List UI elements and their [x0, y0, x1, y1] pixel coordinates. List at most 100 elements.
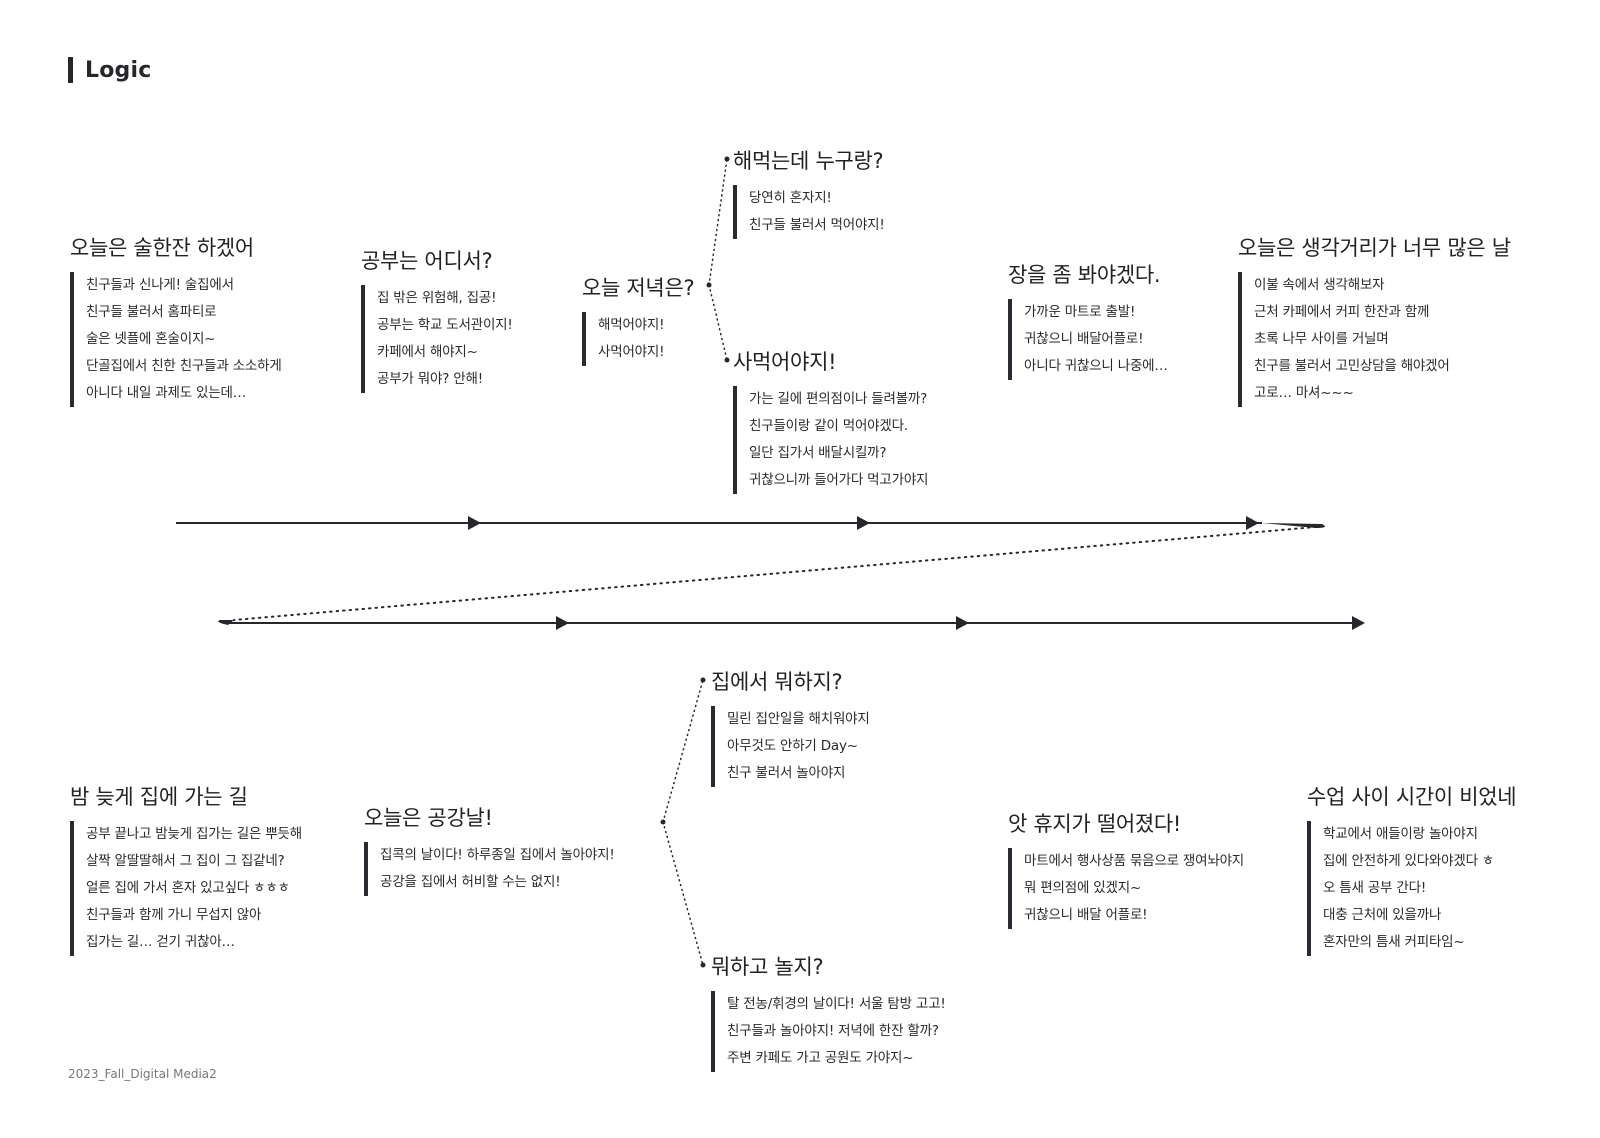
node-title: 오늘은 술한잔 하겠어 [70, 236, 254, 260]
node-title: 밤 늦게 집에 가는 길 [70, 785, 248, 809]
node-line: 친구들과 신나게! 술집에서 [86, 277, 234, 293]
node-line: 마트에서 행사상품 묶음으로 쟁여놔야지 [1024, 853, 1245, 869]
node-line: 오 틈새 공부 간다! [1323, 880, 1427, 896]
node-gap: 수업 사이 시간이 비었네 학교에서 애들이랑 놀아야지 집에 안전하게 있다와… [1307, 781, 1517, 956]
timeline-arrow [556, 616, 569, 630]
node-line: 초록 나무 사이를 거닐며 [1254, 331, 1389, 347]
footer-caption: 2023_Fall_Digital Media2 [68, 1067, 217, 1081]
node-line: 친구들 불러서 먹어야지! [749, 217, 885, 233]
node-line: 혼자만의 틈새 커피타임~ [1323, 934, 1465, 950]
node-line: 단골집에서 친한 친구들과 소소하게 [86, 358, 282, 374]
node-line: 일단 집가서 배달시킬까? [749, 445, 887, 461]
node-lines: 가는 길에 편의점이나 들려볼까? 친구들이랑 같이 먹어야겠다. 일단 집가서… [733, 386, 928, 494]
node-line: 귀찮으니까 들어가다 먹고가야지 [749, 472, 929, 488]
node-line: 주변 카페도 가고 공원도 가야지~ [727, 1050, 914, 1066]
node-title: 집에서 뭐하지? [711, 670, 843, 694]
node-line: 친구들과 함께 가니 무섭지 않아 [86, 907, 262, 923]
node-play-out: 뭐하고 놀지? 탈 전농/휘경의 날이다! 서울 탐방 고고! 친구들과 놀아야… [711, 951, 946, 1072]
branch-line [662, 679, 704, 823]
node-title: 앗 휴지가 떨어졌다! [1008, 812, 1182, 836]
node-night-home: 밤 늦게 집에 가는 길 공부 끝나고 밤늦게 집가는 길은 뿌듯해 살짝 알딸… [70, 781, 302, 956]
node-line: 고로… 마셔~~~ [1254, 385, 1354, 401]
timeline-connector [233, 526, 1317, 621]
node-title: 해먹는데 누구랑? [733, 149, 884, 173]
node-line: 얼른 집에 가서 혼자 있고싶다 ㅎㅎㅎ [86, 880, 290, 896]
node-line: 친구들 불러서 홈파티로 [86, 304, 217, 320]
node-line: 근처 카페에서 커피 한잔과 함께 [1254, 304, 1430, 320]
node-tissue: 앗 휴지가 떨어졌다! 마트에서 행사상품 묶음으로 쟁여놔야지 뭐 편의점에 … [1008, 808, 1244, 929]
node-line: 귀찮으니 배달어플로! [1024, 331, 1144, 347]
node-line: 집 밖은 위험해, 집공! [377, 290, 497, 306]
node-line: 사먹어야지! [598, 344, 665, 360]
node-thoughts: 오늘은 생각거리가 너무 많은 날 이불 속에서 생각해보자 근처 카페에서 커… [1238, 232, 1511, 407]
node-line: 친구를 불러서 고민상담을 해야겠어 [1254, 358, 1450, 374]
node-line: 카페에서 해야지~ [377, 344, 478, 360]
node-lines: 학교에서 애들이랑 놀아야지 집에 안전하게 있다와야겠다 ㅎ 오 틈새 공부 … [1307, 821, 1516, 956]
node-line: 집가는 길… 걷기 귀찮아… [86, 934, 235, 950]
node-line: 이불 속에서 생각해보자 [1254, 277, 1385, 293]
node-line: 해먹어야지! [598, 317, 665, 333]
node-line: 집콕의 날이다! 하루종일 집에서 놀아야지! [380, 847, 615, 863]
timeline-arrow [468, 516, 481, 530]
node-line: 공강을 집에서 허비할 수는 없지! [380, 874, 561, 890]
node-line: 살짝 알딸딸해서 그 집이 그 집같네? [86, 853, 285, 869]
node-dinner: 오늘 저녁은? 해먹어야지! 사먹어야지! [582, 272, 695, 366]
node-lines: 해먹어야지! 사먹어야지! [582, 312, 694, 366]
node-lines: 마트에서 행사상품 묶음으로 쟁여놔야지 뭐 편의점에 있겠지~ 귀찮으니 배달… [1008, 848, 1244, 929]
node-line: 뭐 편의점에 있겠지~ [1024, 880, 1142, 896]
timeline-arrow [1246, 516, 1259, 530]
node-line: 가는 길에 편의점이나 들려볼까? [749, 391, 928, 407]
node-lines: 집콕의 날이다! 하루종일 집에서 놀아야지! 공강을 집에서 허비할 수는 없… [364, 842, 615, 896]
node-lines: 집 밖은 위험해, 집공! 공부는 학교 도서관이지! 카페에서 해야지~ 공부… [361, 285, 513, 393]
node-buy-food: 사먹어야지! 가는 길에 편의점이나 들려볼까? 친구들이랑 같이 먹어야겠다.… [733, 346, 928, 494]
node-at-home: 집에서 뭐하지? 밀린 집안일을 해치워야지 아무것도 안하기 Day~ 친구 … [711, 666, 870, 787]
node-line: 가까운 마트로 출발! [1024, 304, 1136, 320]
node-study: 공부는 어디서? 집 밖은 위험해, 집공! 공부는 학교 도서관이지! 카페에… [361, 245, 513, 393]
node-drink: 오늘은 술한잔 하겠어 친구들과 신나게! 술집에서 친구들 불러서 홈파티로 … [70, 232, 282, 407]
timeline-arrow [1352, 616, 1365, 630]
node-title: 장을 좀 봐야겠다. [1008, 263, 1161, 287]
node-line: 술은 넷플에 혼술이지~ [86, 331, 216, 347]
node-lines: 가까운 마트로 출발! 귀찮으니 배달어플로! 아니다 귀찮으니 나중에… [1008, 299, 1168, 380]
node-lines: 탈 전농/휘경의 날이다! 서울 탐방 고고! 친구들과 놀아야지! 저녁에 한… [711, 991, 946, 1072]
node-cook-with: 해먹는데 누구랑? 당연히 혼자지! 친구들 불러서 먹어야지! [733, 145, 885, 239]
branch-dot [724, 357, 730, 363]
branch-dot [724, 156, 730, 162]
branch-line [708, 284, 728, 361]
branch-dot [700, 962, 706, 968]
node-lines: 친구들과 신나게! 술집에서 친구들 불러서 홈파티로 술은 넷플에 혼술이지~… [70, 272, 282, 407]
node-title: 수업 사이 시간이 비었네 [1307, 785, 1517, 809]
page-title: Logic [85, 57, 152, 83]
node-lines: 이불 속에서 생각해보자 근처 카페에서 커피 한잔과 함께 초록 나무 사이를… [1238, 272, 1511, 407]
branch-line [708, 158, 728, 286]
node-line: 아니다 귀찮으니 나중에… [1024, 358, 1168, 374]
node-line: 공부 끝나고 밤늦게 집가는 길은 뿌듯해 [86, 826, 302, 842]
node-line: 아무것도 안하기 Day~ [727, 738, 858, 754]
node-line: 공부는 학교 도서관이지! [377, 317, 513, 333]
page-header: Logic [68, 56, 151, 84]
node-title: 오늘은 공강날! [364, 806, 493, 830]
node-title: 뭐하고 놀지? [711, 955, 824, 979]
node-line: 당연히 혼자지! [749, 190, 832, 206]
header-accent-bar [68, 57, 73, 83]
node-line: 집에 안전하게 있다와야겠다 ㅎ [1323, 853, 1495, 869]
node-line: 탈 전농/휘경의 날이다! 서울 탐방 고고! [727, 996, 946, 1012]
branch-dot [700, 677, 706, 683]
node-lines: 공부 끝나고 밤늦게 집가는 길은 뿌듯해 살짝 알딸딸해서 그 집이 그 집같… [70, 821, 302, 956]
node-title: 사먹어야지! [733, 350, 837, 374]
node-grocery: 장을 좀 봐야겠다. 가까운 마트로 출발! 귀찮으니 배달어플로! 아니다 귀… [1008, 259, 1168, 380]
node-line: 대충 근처에 있을까나 [1323, 907, 1442, 923]
node-lines: 당연히 혼자지! 친구들 불러서 먹어야지! [733, 185, 885, 239]
node-title: 오늘 저녁은? [582, 276, 695, 300]
node-line: 학교에서 애들이랑 놀아야지 [1323, 826, 1478, 842]
branch-line [662, 821, 704, 966]
timeline-start-tip [218, 620, 234, 625]
node-line: 친구들이랑 같이 먹어야겠다. [749, 418, 908, 434]
timeline-arrow [956, 616, 969, 630]
timeline-arrow [857, 516, 870, 530]
node-line: 공부가 뭐야? 안해! [377, 371, 483, 387]
node-line: 밀린 집안일을 해치워야지 [727, 711, 870, 727]
node-line: 친구들과 놀아야지! 저녁에 한잔 할까? [727, 1023, 939, 1039]
node-lines: 밀린 집안일을 해치워야지 아무것도 안하기 Day~ 친구 불러서 놀아야지 [711, 706, 870, 787]
